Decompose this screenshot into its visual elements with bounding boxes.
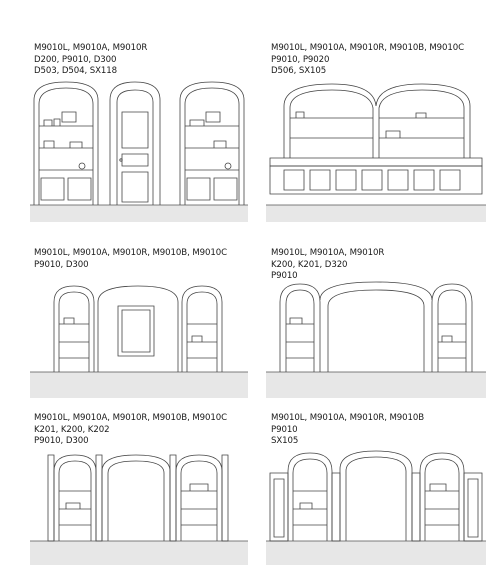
caption-panel-1: M9010L, M9010A, M9010R D200, P9010, D300… xyxy=(34,43,147,78)
caption-line: P9010, D300 xyxy=(34,436,89,447)
elevation-drawing-panel-5 xyxy=(30,445,248,565)
caption-line: K200, K201, D320 xyxy=(271,259,348,270)
caption-line: P9010 xyxy=(271,424,298,435)
caption-line: M9010L, M9010A, M9010R, M9010B, M9010C xyxy=(271,43,465,53)
caption-line: K201, K200, K202 xyxy=(34,424,110,435)
elevation-drawing-panel-3 xyxy=(30,280,248,398)
caption-line: D503, D504, SX118 xyxy=(34,66,118,77)
caption-panel-2: M9010L, M9010A, M9010R, M9010B, M9010C P… xyxy=(271,43,464,78)
caption-line: M9010L, M9010A, M9010R xyxy=(271,248,385,258)
caption-line: P9010, D300 xyxy=(34,259,89,270)
caption-line: D200, P9010, D300 xyxy=(34,54,117,65)
caption-panel-6: M9010L, M9010A, M9010R, M9010B P9010 SX1… xyxy=(271,413,424,448)
caption-line: M9010L, M9010A, M9010R, M9010B, M9010C xyxy=(34,248,228,258)
elevation-drawing-panel-6 xyxy=(266,445,486,565)
elevation-drawing-panel-1 xyxy=(30,78,248,222)
caption-line: M9010L, M9010A, M9010R, M9010B, M9010C xyxy=(34,413,228,423)
caption-line: P9010 xyxy=(271,271,298,282)
elevation-drawing-panel-2 xyxy=(266,78,486,222)
caption-panel-3: M9010L, M9010A, M9010R, M9010B, M9010C P… xyxy=(34,248,227,271)
caption-line: D506, SX105 xyxy=(271,66,327,77)
caption-line: SX105 xyxy=(271,436,299,447)
caption-line: P9010, P9020 xyxy=(271,54,330,65)
caption-panel-4: M9010L, M9010A, M9010R K200, K201, D320 … xyxy=(271,248,384,283)
caption-line: M9010L, M9010A, M9010R xyxy=(34,43,148,53)
elevation-drawing-panel-4 xyxy=(266,280,486,398)
caption-line: M9010L, M9010A, M9010R, M9010B xyxy=(271,413,425,423)
caption-panel-5: M9010L, M9010A, M9010R, M9010B, M9010C K… xyxy=(34,413,227,448)
